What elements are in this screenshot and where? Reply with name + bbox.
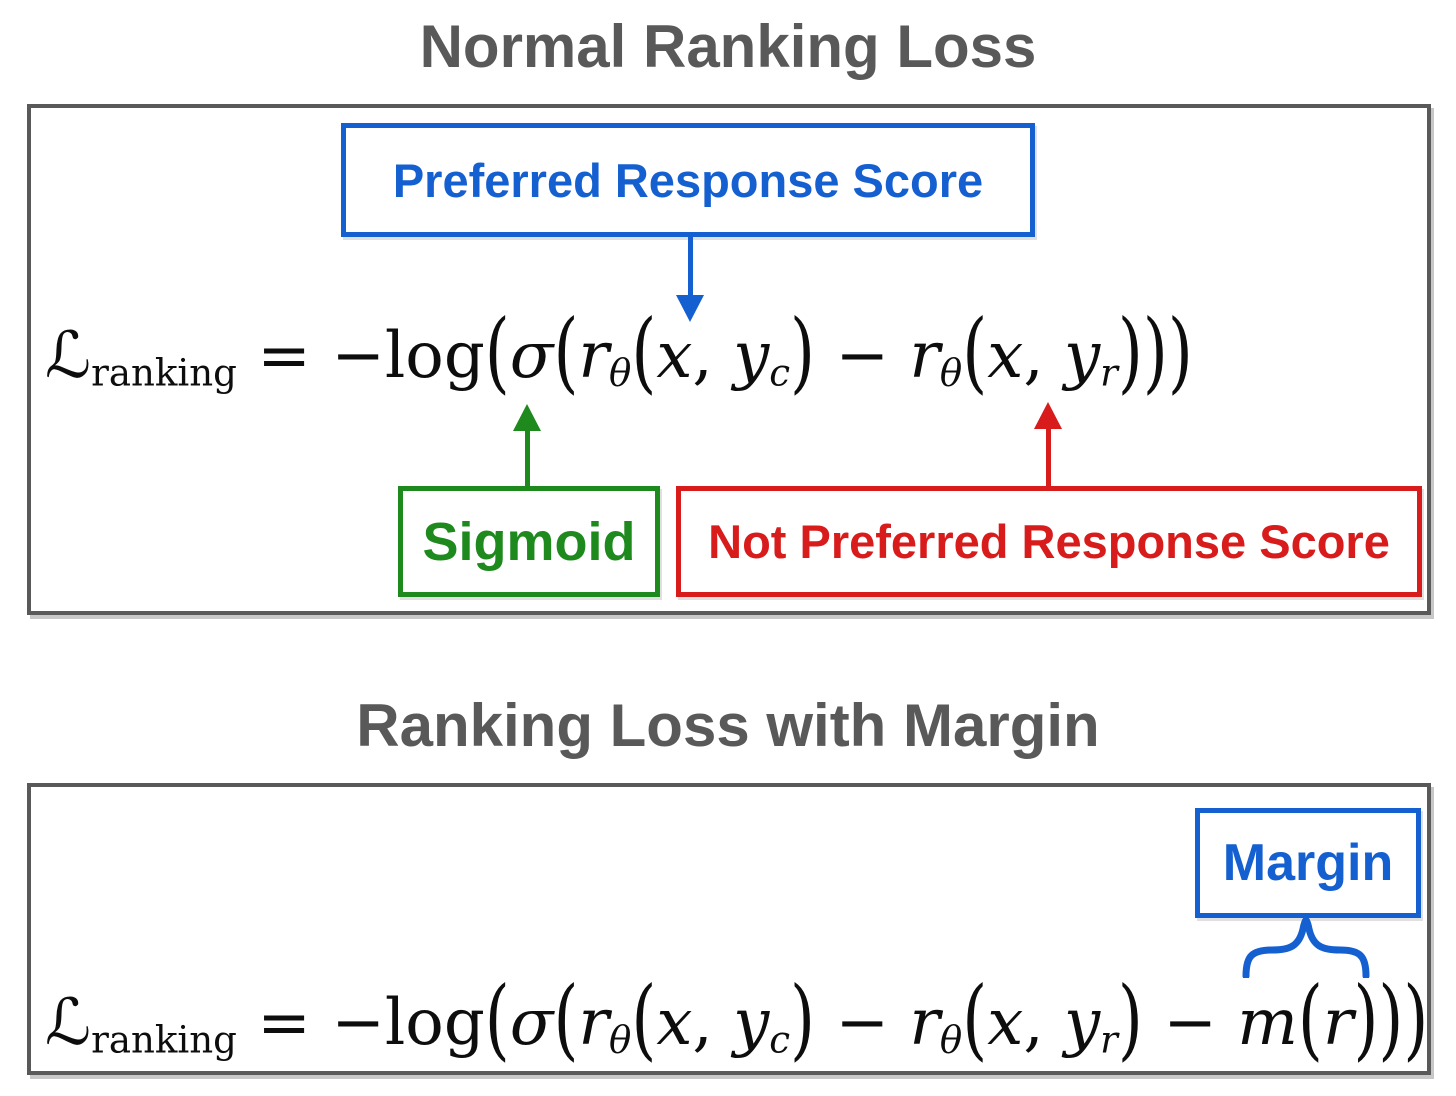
not-preferred-arrow-up-icon [1034,402,1062,429]
margin-label: Margin [1195,808,1421,918]
preferred-score-arrow-line [688,237,693,299]
sigmoid-label: Sigmoid [398,486,660,597]
margin-text: Margin [1222,834,1394,892]
normal-ranking-loss-formula: ℒranking = −log(σ(rθ(x, yc) − rθ(x, yr))… [45,302,1193,405]
not-preferred-response-score-label: Not Preferred Response Score [676,486,1422,597]
preferred-response-score-label: Preferred Response Score [341,123,1035,237]
normal-ranking-loss-panel: Preferred Response Score ℒranking = −log… [27,104,1431,615]
margin-ranking-loss-formula: ℒranking = −log(σ(rθ(x, yc) − rθ(x, yr) … [45,969,1429,1072]
sigmoid-arrow-up-icon [513,404,541,431]
ranking-loss-with-margin-panel: Margin ℒranking = −log(σ(rθ(x, yc) − rθ(… [27,783,1431,1075]
margin-brace-icon [1242,918,1370,978]
margin-brace-path [1242,918,1370,978]
title-ranking-loss-with-margin: Ranking Loss with Margin [356,692,1100,759]
sigmoid-text: Sigmoid [422,511,636,572]
not-preferred-arrow-line [1046,426,1051,490]
title-normal-ranking-loss: Normal Ranking Loss [419,13,1037,80]
sigmoid-arrow-line [525,428,530,490]
preferred-response-score-text: Preferred Response Score [392,153,984,207]
preferred-score-arrow-down-icon [676,295,704,322]
not-preferred-response-score-text: Not Preferred Response Score [708,515,1390,568]
